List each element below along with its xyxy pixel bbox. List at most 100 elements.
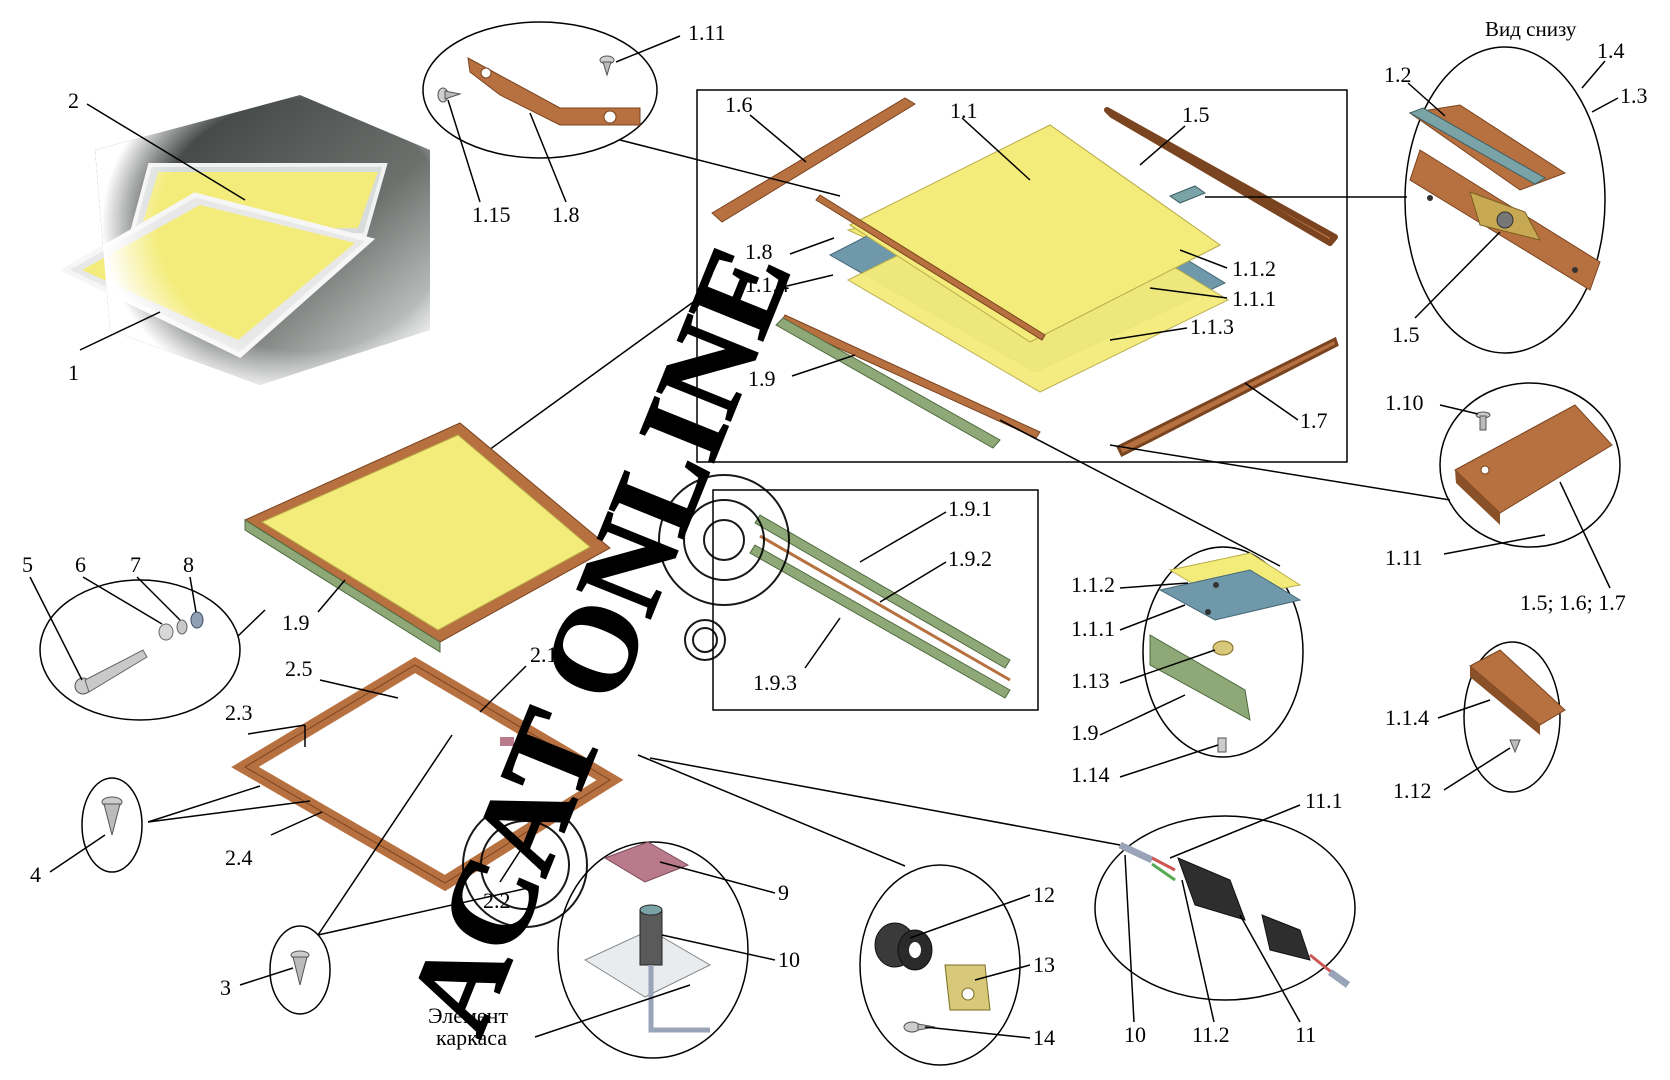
label-1-3: 1.3 [1620, 83, 1648, 108]
label-1-8-top: 1.8 [552, 202, 580, 227]
detail-fastener-1-8 [422, 21, 658, 159]
label-1-9-top: 1.9 [748, 366, 776, 391]
profile-1-8-detail [467, 57, 641, 126]
detail-screw-4 [81, 777, 143, 873]
label-1-9-2: 1.9.2 [948, 546, 992, 571]
label-7: 7 [130, 552, 141, 577]
label-1-9-1: 1.9.1 [948, 496, 992, 521]
detail-top-leaders [447, 35, 841, 203]
connector-detail [1118, 841, 1351, 988]
label-1-9-c: 1.9 [1071, 720, 1099, 745]
label-2-5: 2.5 [285, 656, 313, 681]
assembled-panel [243, 422, 611, 653]
label-1-1-3: 1.1.3 [1190, 314, 1234, 339]
label-1-11-right: 1.11 [1385, 545, 1423, 570]
assembled-panel-leaders [317, 579, 346, 613]
label-2: 2 [68, 88, 79, 113]
leader-4 [49, 834, 106, 873]
label-9: 9 [778, 880, 789, 905]
detail-sensor [557, 841, 749, 1059]
bushing-leaders [637, 754, 1031, 1039]
label-1-1-4: 1.1.4 [745, 272, 789, 297]
detail-1-10-leaders [1109, 404, 1611, 589]
label-2-2: 2.2 [483, 888, 511, 913]
label-1-9-3: 1.9.3 [753, 670, 797, 695]
frame-element-label-line2: каркаса [436, 1025, 507, 1050]
label-5: 5 [22, 552, 33, 577]
label-13: 13 [1033, 952, 1055, 977]
label-4: 4 [30, 862, 41, 887]
label-1-1-2: 1.1.2 [1232, 256, 1276, 281]
bottom-view-title: Вид снизу [1485, 17, 1577, 41]
leader-3 [239, 967, 294, 986]
label-1-1: 1.1 [950, 98, 978, 123]
label-12: 12 [1033, 882, 1055, 907]
label-3: 3 [220, 975, 231, 1000]
screw-3-icon [290, 950, 310, 986]
label-11-2: 11.2 [1192, 1022, 1230, 1047]
label-2-4: 2.4 [225, 845, 253, 870]
sheet-hinge-detail [1149, 552, 1302, 753]
panel-exploded-box [696, 89, 1348, 463]
latch-detail [1408, 104, 1601, 291]
label-11: 11 [1295, 1022, 1316, 1047]
label-1-8-mid: 1.8 [745, 239, 773, 264]
connector-leaders [649, 757, 1301, 1023]
label-14: 14 [1033, 1025, 1055, 1050]
label-10-conn: 10 [1124, 1022, 1146, 1047]
bottom-view-leaders [1205, 60, 1619, 319]
frame-element-label-line1: Элемент [428, 1003, 508, 1028]
hinge-parts [749, 514, 1011, 699]
label-11-1: 11.1 [1305, 788, 1343, 813]
bolt-1-10-icon [1475, 411, 1491, 431]
bolt-set-detail [74, 611, 204, 695]
label-1-1-1: 1.1.1 [1232, 286, 1276, 311]
detail-bolt-set [39, 579, 241, 721]
screw-1-11-icon [599, 55, 615, 77]
label-1-5-6-7: 1.5; 1.6; 1.7 [1520, 590, 1626, 615]
label-8: 8 [183, 552, 194, 577]
photo-leaders [79, 103, 246, 351]
sensor-detail [583, 841, 712, 1033]
label-1-11-top: 1.11 [688, 20, 726, 45]
label-1-10: 1.10 [1385, 390, 1424, 415]
label-1-1-1-c: 1.1.1 [1071, 616, 1115, 641]
profile-1-5-1-6-1-7-detail [1454, 404, 1613, 525]
label-2-3: 2.3 [225, 700, 253, 725]
label-1-1-4-c: 1.1.4 [1385, 705, 1429, 730]
label-1-13: 1.13 [1071, 668, 1110, 693]
watermark-stamp [462, 474, 790, 928]
detail-bolt-leaders [29, 576, 266, 681]
label-1-7: 1.7 [1300, 408, 1328, 433]
bushing-detail [874, 922, 991, 1033]
label-1-6: 1.6 [725, 92, 753, 117]
label-1-1-2-c: 1.1.2 [1071, 572, 1115, 597]
label-10-sensor: 10 [778, 947, 800, 972]
detail-profile-1-10 [1439, 382, 1621, 548]
detail-connector [1094, 815, 1356, 1001]
detail-sheet-hinge [1142, 546, 1304, 758]
label-2-1: 2.1 [530, 642, 558, 667]
label-1-15: 1.15 [472, 202, 511, 227]
label-6: 6 [75, 552, 86, 577]
detail-1-1-4-leaders [1437, 699, 1511, 791]
screw-1-15-icon [437, 87, 462, 103]
label-1-5-top: 1.5 [1182, 102, 1210, 127]
screw-4-icon [101, 796, 123, 836]
detail-bottom-view [1404, 46, 1606, 354]
label-1-14: 1.14 [1071, 762, 1110, 787]
detail-screw-3 [269, 925, 331, 1015]
panel-exploded-parts [711, 97, 1339, 458]
label-1-4: 1.4 [1597, 38, 1625, 63]
label-1-9-left: 1.9 [282, 610, 310, 635]
main-box-leaders [749, 114, 1299, 421]
detail-sheet-leaders [999, 419, 1281, 778]
label-1: 1 [68, 360, 79, 385]
label-1-2: 1.2 [1384, 62, 1412, 87]
label-1-12: 1.12 [1393, 778, 1432, 803]
label-1-5-circle: 1.5 [1392, 322, 1420, 347]
detail-profile-1-1-4 [1463, 641, 1561, 793]
detail-bushing [859, 864, 1021, 1066]
assembly-photo [59, 95, 430, 385]
